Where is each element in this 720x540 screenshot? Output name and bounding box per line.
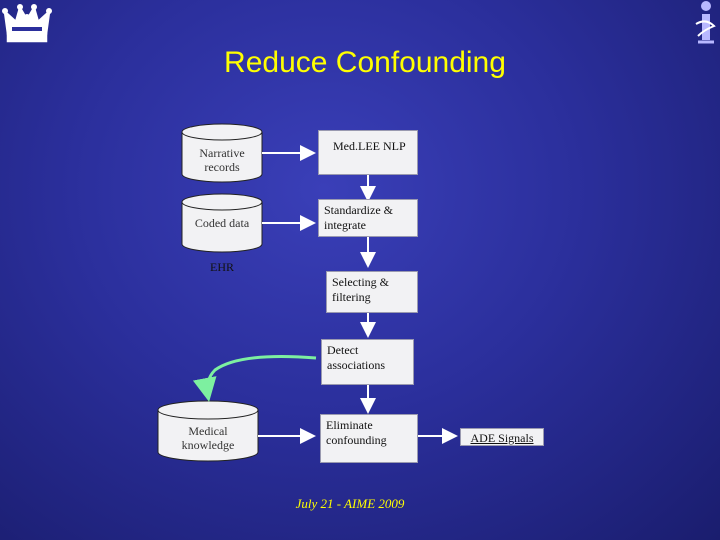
coded-data-cylinder: [181, 193, 263, 253]
crown-logo-icon: [2, 4, 52, 43]
medical-knowledge-cylinder: [157, 400, 259, 462]
ehr-label: EHR: [210, 260, 234, 274]
step-eliminate-confounding: Eliminate confounding: [320, 414, 418, 463]
slide-footer: July 21 - AIME 2009: [295, 496, 405, 511]
step-standardize-integrate: Standardize & integrate: [318, 199, 418, 237]
step-medlee-nlp: Med.LEE NLP: [318, 130, 418, 175]
slide-title: Reduce Confounding: [224, 46, 506, 79]
feedback-arrow-knowledge-to-detect: [192, 355, 317, 402]
coded-data-label: Coded data: [194, 216, 250, 230]
medical-knowledge-label: Medical knowledge: [181, 424, 235, 452]
step-detect-associations: Detect associations: [321, 339, 414, 385]
info-person-icon: [695, 1, 716, 44]
step-selecting-filtering: Selecting & filtering: [326, 271, 418, 313]
narrative-records-label: Narrative records: [199, 146, 245, 174]
narrative-records-cylinder: [181, 123, 263, 183]
ade-signals-box: ADE Signals: [460, 428, 544, 446]
